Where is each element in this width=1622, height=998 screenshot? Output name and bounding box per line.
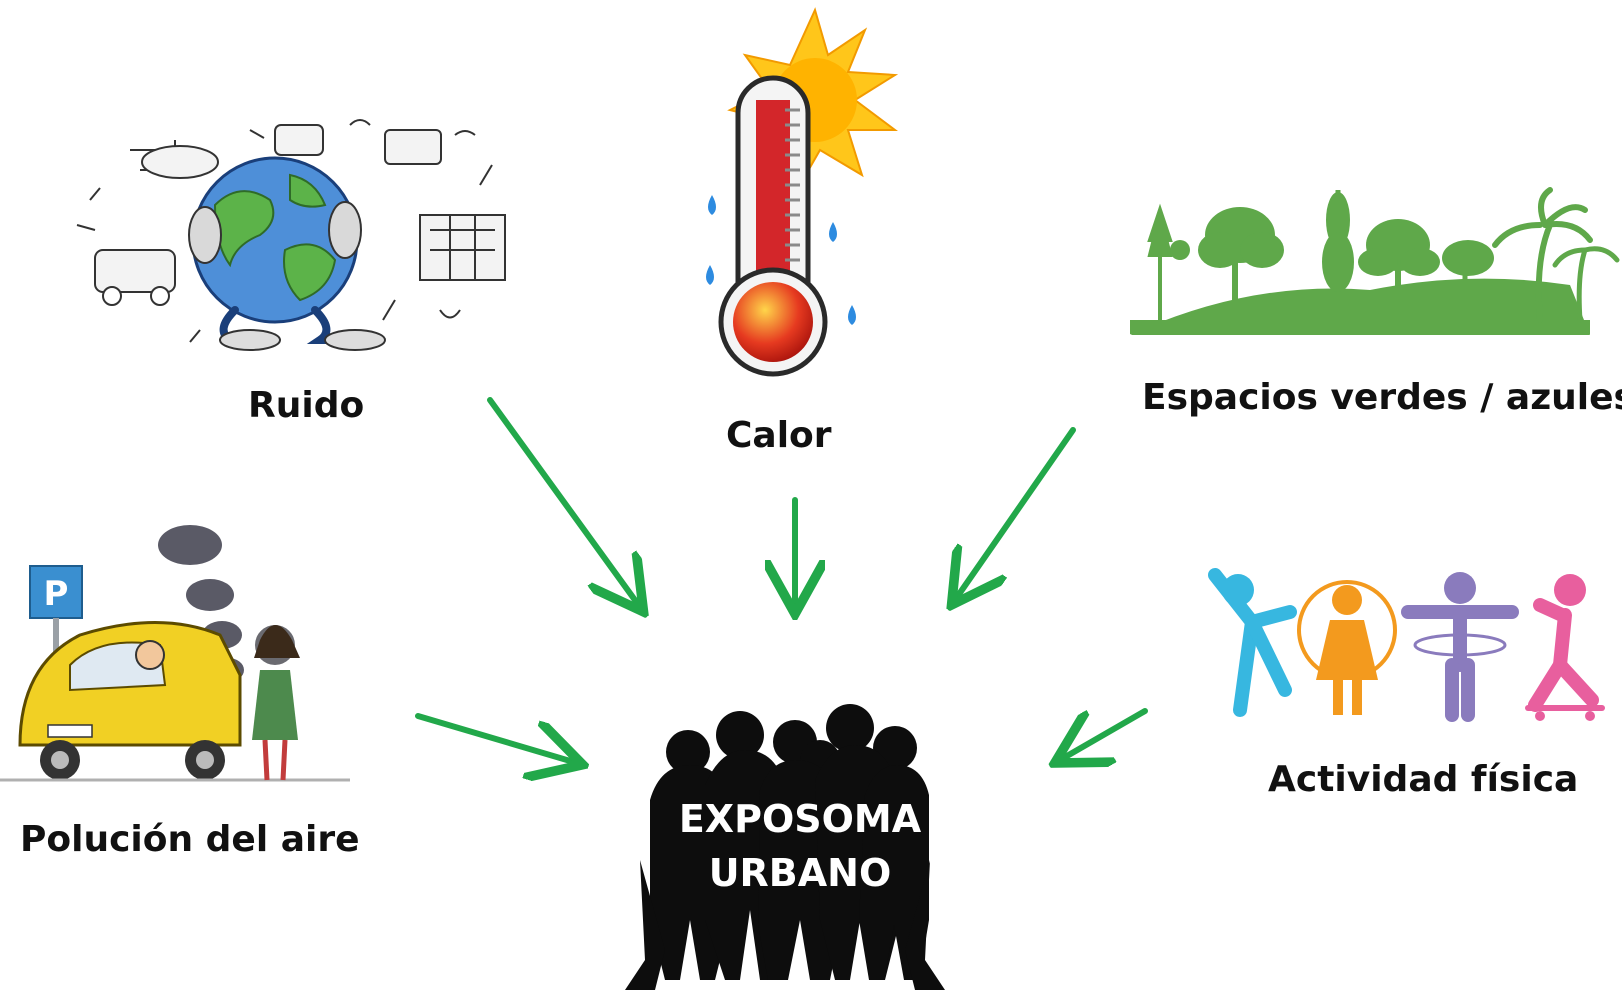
center-title-line1: EXPOSOMA <box>678 797 922 841</box>
crowd-silhouette-icon <box>625 704 945 990</box>
svg-text:P: P <box>44 574 69 614</box>
label-espacios-verdes-azules: Espacios verdes / azules <box>1142 377 1622 418</box>
arrows <box>415 397 1148 763</box>
car-exhaust-icon: P <box>0 525 350 782</box>
arrow-green <box>955 427 1076 600</box>
label-ruido: Ruido <box>248 385 365 426</box>
physical-activity-figures-icon <box>1208 568 1605 722</box>
thermometer-sun-icon <box>706 7 899 377</box>
arrow-noise <box>487 397 640 607</box>
label-calor: Calor <box>726 415 832 456</box>
label-polucion-del-aire: Polución del aire <box>20 819 360 860</box>
label-actividad-fisica: Actividad física <box>1268 759 1579 800</box>
center-title-line2: URBANO <box>708 851 892 895</box>
arrow-air <box>415 713 577 763</box>
green-landscape-icon <box>1130 187 1620 335</box>
center-title: EXPOSOMA URBANO <box>660 792 940 900</box>
noise-globe-icon <box>76 119 506 351</box>
arrow-activity <box>1060 708 1148 760</box>
